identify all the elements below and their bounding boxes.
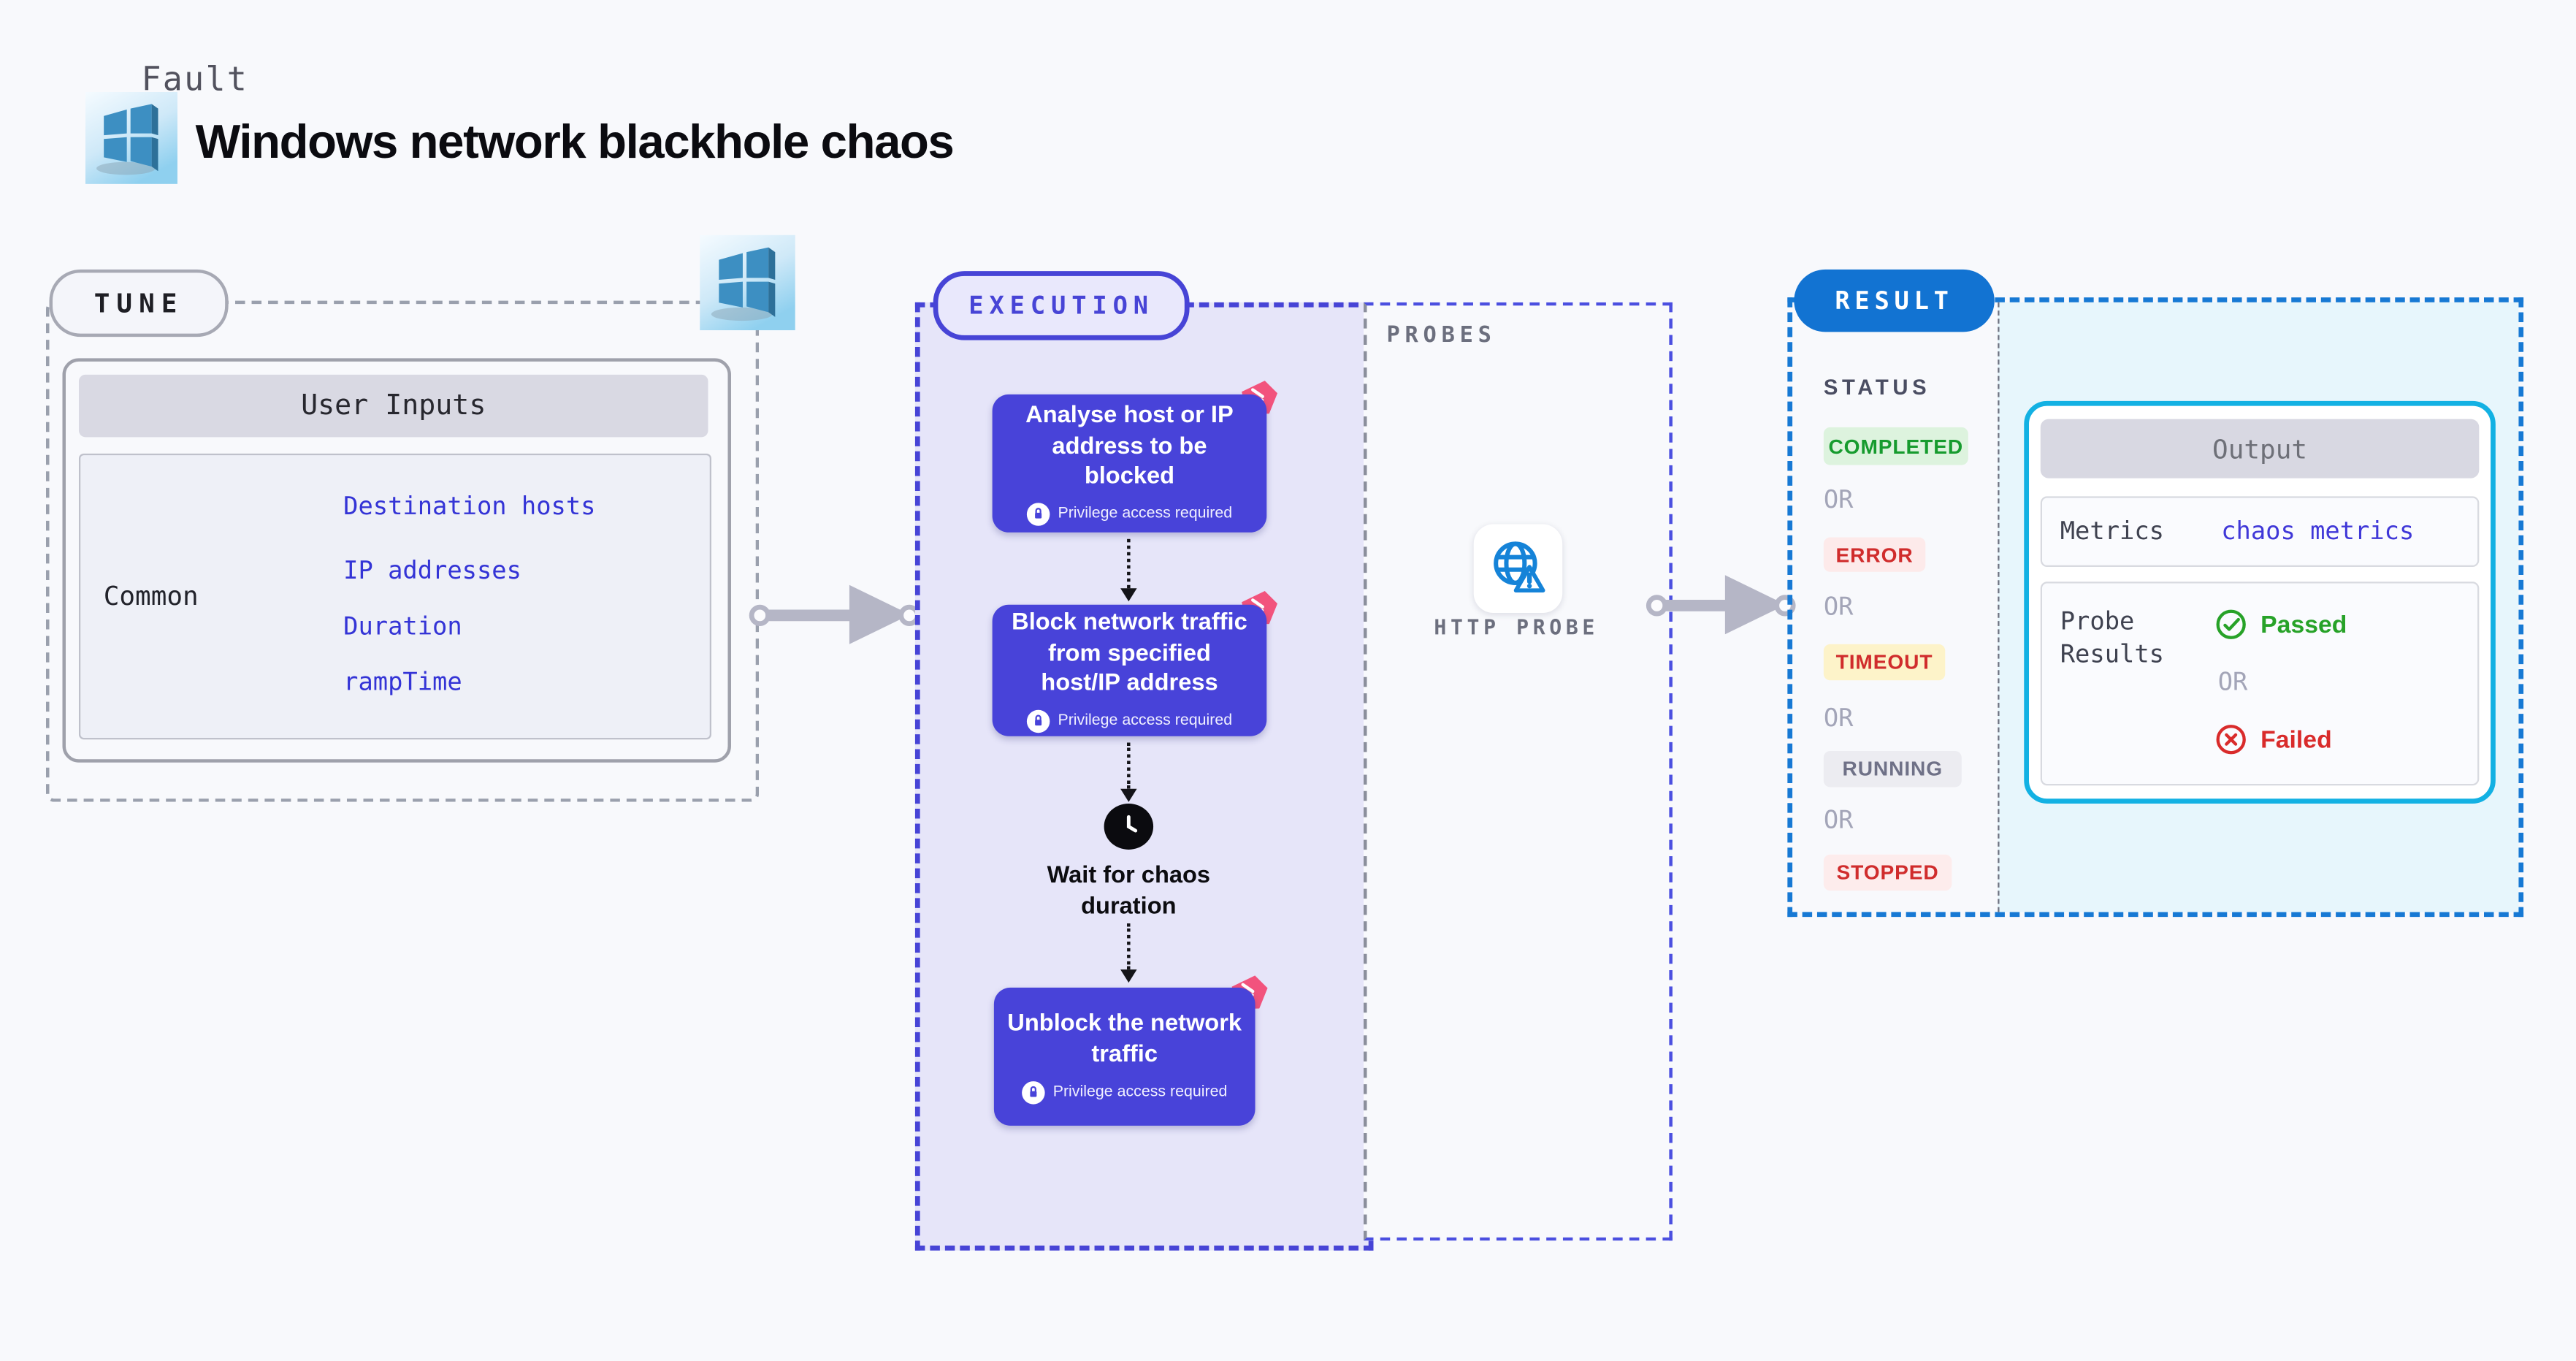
flow-connector [1127, 538, 1131, 589]
metrics-row [2040, 496, 2480, 568]
connector-line [1662, 600, 1742, 611]
lock-icon [1026, 709, 1050, 733]
step-title: Analyse host or IP address to be blocked [1025, 403, 1234, 490]
page-title: Windows network blackhole chaos [195, 116, 955, 169]
failed-result: Failed [2214, 723, 2332, 756]
flow-connector [1127, 742, 1131, 789]
output-card-header: Output [2040, 419, 2480, 479]
step-analyse-host: Analyse host or IP address to be blocked… [992, 394, 1267, 533]
privilege-note-text: Privilege access required [1058, 505, 1233, 524]
clock-icon [1104, 803, 1154, 850]
windows-logo-icon [700, 235, 795, 331]
fault-eyebrow-label: Fault [141, 58, 249, 99]
probe-results-label: Probe Results [2060, 606, 2164, 670]
probes-section-title: PROBES [1386, 321, 1497, 348]
inputs-group-label: Common [103, 580, 199, 611]
input-link-ramptime[interactable]: rampTime [343, 667, 462, 697]
or-separator: OR [1823, 591, 1854, 622]
status-column-title: STATUS [1823, 374, 1931, 400]
privilege-note: Privilege access required [1026, 709, 1233, 733]
status-badge-running: RUNNING [1823, 750, 1962, 788]
status-badge-error: ERROR [1823, 537, 1926, 572]
privilege-note: Privilege access required [1021, 1080, 1228, 1104]
result-section-box [1787, 297, 2524, 918]
step-title: Block network traffic from specified hos… [1012, 609, 1247, 698]
tune-badge: TUNE [49, 269, 229, 338]
metrics-label: Metrics [2060, 516, 2164, 546]
check-circle-icon [2216, 609, 2246, 639]
privilege-note: Privilege access required [1026, 502, 1233, 526]
probes-section-box [1364, 302, 1673, 1241]
flow-arrowhead [1120, 969, 1137, 983]
lock-icon [1026, 502, 1050, 526]
privilege-note-text: Privilege access required [1052, 1083, 1228, 1102]
step-block-traffic: Block network traffic from specified hos… [992, 604, 1267, 736]
x-circle-icon [2216, 725, 2246, 755]
flow-arrowhead [1120, 788, 1137, 802]
flow-connector [1127, 923, 1131, 970]
user-inputs-card [62, 358, 731, 763]
result-badge: RESULT [1794, 269, 1995, 332]
step-unblock-traffic: Unblock the network traffic Privilege ac… [993, 987, 1255, 1126]
passed-result: Passed [2214, 608, 2347, 641]
user-inputs-header: User Inputs [78, 374, 708, 438]
probe-results-row [2040, 582, 2480, 786]
lock-icon [1021, 1080, 1045, 1104]
or-separator: OR [2217, 667, 2248, 697]
status-badge-completed: COMPLETED [1823, 427, 1968, 465]
windows-logo-icon [85, 91, 177, 184]
wait-step-label: Wait for chaos duration [1047, 862, 1211, 920]
privilege-note-text: Privilege access required [1058, 712, 1233, 731]
passed-label: Passed [2260, 610, 2347, 638]
connector-line [765, 609, 865, 622]
chaos-metrics-link[interactable]: chaos metrics [2221, 516, 2415, 546]
user-inputs-body [78, 453, 711, 740]
flow-arrowhead [1120, 588, 1137, 602]
step-title: Unblock the network traffic [1007, 1011, 1242, 1069]
execution-badge: EXECUTION [933, 271, 1190, 340]
failed-label: Failed [2260, 725, 2332, 754]
input-link-destination-hosts[interactable]: Destination hosts [343, 491, 596, 522]
http-probe-label: HTTP PROBE [1434, 614, 1599, 640]
globe-warning-icon [1494, 541, 1545, 593]
tune-section-box [45, 300, 760, 802]
or-separator: OR [1823, 703, 1854, 733]
input-link-duration[interactable]: Duration [343, 611, 462, 641]
status-badge-timeout: TIMEOUT [1823, 644, 1946, 681]
or-separator: OR [1823, 484, 1854, 515]
or-separator: OR [1823, 805, 1854, 835]
http-probe-card [1473, 524, 1563, 614]
input-link-ip-addresses[interactable]: IP addresses [343, 555, 521, 585]
status-badge-stopped: STOPPED [1823, 854, 1952, 891]
